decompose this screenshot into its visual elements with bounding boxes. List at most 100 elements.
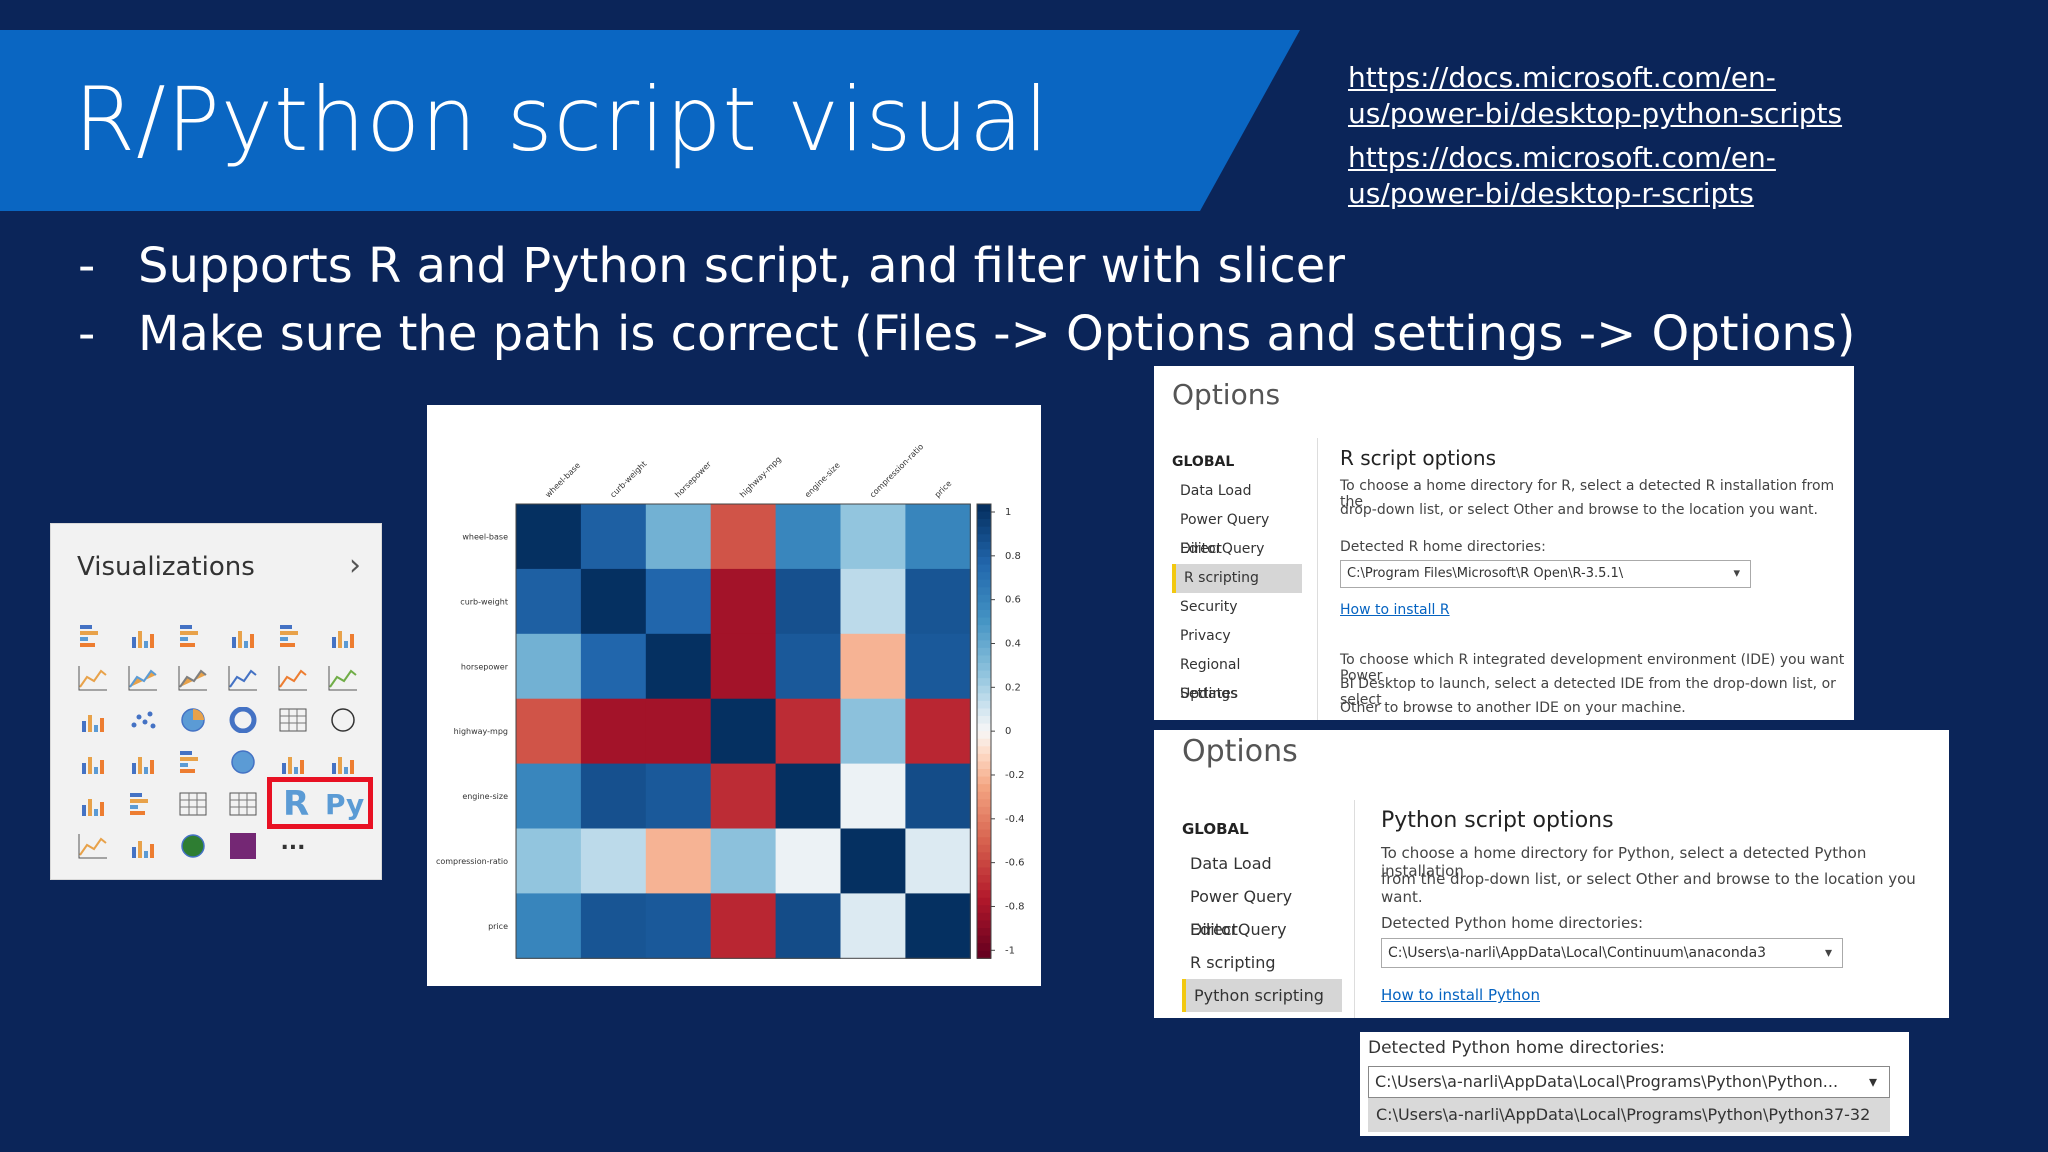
nav-item-regional-settings[interactable]: Regional Settings <box>1180 657 1241 702</box>
arcgis-icon[interactable] <box>169 826 217 868</box>
python-visual-icon[interactable]: Py <box>319 784 367 826</box>
python-home-dropdown[interactable]: C:\Users\a-narli\AppData\Local\Programs\… <box>1368 1066 1890 1098</box>
r-visual-icon[interactable]: R <box>269 784 317 826</box>
y-tick-label: engine-size <box>462 792 508 801</box>
install-r-link[interactable]: How to install R <box>1340 602 1450 618</box>
clustered-column-icon[interactable] <box>219 616 267 658</box>
chevron-down-icon: ▾ <box>1824 945 1832 961</box>
install-python-link[interactable]: How to install Python <box>1381 986 1540 1004</box>
stacked-bar-icon[interactable] <box>69 616 117 658</box>
matrix-icon[interactable] <box>219 784 267 826</box>
python-home-dropdown[interactable]: C:\Users\a-narli\AppData\Local\Continuum… <box>1381 938 1843 968</box>
heatmap-cell <box>580 763 647 829</box>
heatmap-cell <box>516 893 582 959</box>
key-influencers-icon[interactable] <box>69 826 117 868</box>
colorbar-segment <box>977 784 991 793</box>
nav-item-directquery[interactable]: DirectQuery <box>1190 920 1287 939</box>
table-icon[interactable] <box>169 784 217 826</box>
treemap-icon[interactable] <box>269 700 317 742</box>
scatter-icon[interactable] <box>119 700 167 742</box>
100-stacked-column-icon[interactable] <box>319 616 367 658</box>
nav-item-data-load[interactable]: Data Load <box>1180 483 1252 499</box>
colorbar-segment <box>977 943 991 952</box>
colorbar-tick-label: 0.4 <box>1005 638 1021 649</box>
global-heading: GLOBAL <box>1182 820 1249 838</box>
dropdown-option[interactable]: C:\Users\a-narli\AppData\Local\Programs\… <box>1368 1098 1890 1132</box>
nav-item-power-query-editor[interactable]: Power Query Editor <box>1180 512 1270 557</box>
heatmap-cell <box>645 633 712 700</box>
qa-icon[interactable] <box>119 826 167 868</box>
chevron-right-icon[interactable]: › <box>349 548 361 583</box>
nav-item-r-scripting[interactable]: R scripting <box>1172 564 1302 593</box>
colorbar-segment <box>977 731 991 740</box>
kpi-icon[interactable] <box>69 784 117 826</box>
colorbar-segment <box>977 685 991 694</box>
colorbar-segment <box>977 912 991 922</box>
heatmap-cell <box>516 504 582 570</box>
r-docs-link[interactable]: https://docs.microsoft.com/en-us/power-b… <box>1348 141 1776 210</box>
colorbar-tick-label: 0.2 <box>1005 682 1021 693</box>
pie-icon[interactable] <box>169 700 217 742</box>
heatmap-cell <box>516 828 582 894</box>
y-tick-label: curb-weight <box>460 597 508 606</box>
heatmap-cell <box>905 893 971 959</box>
donut-icon[interactable] <box>219 700 267 742</box>
colorbar-segment <box>977 875 991 884</box>
more-icon[interactable]: ... <box>269 826 317 868</box>
ribbon-chart-icon[interactable] <box>319 658 367 700</box>
python-docs-link[interactable]: https://docs.microsoft.com/en-us/power-b… <box>1348 61 1843 130</box>
heatmap-cell <box>645 893 712 959</box>
100-stacked-bar-icon[interactable] <box>269 616 317 658</box>
heatmap-cell <box>580 893 647 959</box>
nav-item-privacy[interactable]: Privacy <box>1180 628 1231 644</box>
doc-links: https://docs.microsoft.com/en-us/power-b… <box>1348 60 1908 220</box>
line-chart-icon[interactable] <box>69 658 117 700</box>
waterfall-icon[interactable] <box>69 700 117 742</box>
chevron-down-icon: ▾ <box>1868 1072 1877 1091</box>
stacked-area-icon[interactable] <box>169 658 217 700</box>
colorbar-segment <box>977 678 991 687</box>
area-chart-icon[interactable] <box>119 658 167 700</box>
colorbar-tick-label: 1 <box>1005 507 1011 518</box>
nav-item-security[interactable]: Security <box>1180 599 1238 615</box>
slicer-icon[interactable] <box>119 784 167 826</box>
x-tick-label: price <box>933 479 953 499</box>
colorbar-segment <box>977 844 991 853</box>
heatmap-cell <box>580 504 647 570</box>
heatmap-cell <box>905 504 971 570</box>
nav-item-r-scripting[interactable]: R scripting <box>1190 953 1276 972</box>
filled-map-icon[interactable] <box>69 742 117 784</box>
x-tick-label: compression-ratio <box>868 442 925 499</box>
colorbar-tick-label: -0.2 <box>1005 770 1025 781</box>
heatmap-cell <box>840 568 906 635</box>
heatmap-cell <box>710 763 777 829</box>
colorbar-segment <box>977 867 991 876</box>
slide-title: R/Python script visual <box>74 68 1050 171</box>
nav-item-directquery[interactable]: DirectQuery <box>1180 541 1265 557</box>
r-label: R <box>283 784 310 824</box>
line-clustered-column-icon[interactable] <box>269 658 317 700</box>
colorbar-segment <box>977 920 991 929</box>
colorbar-segment <box>977 761 991 770</box>
nav-item-data-load[interactable]: Data Load <box>1190 854 1272 873</box>
colorbar-segment <box>977 632 991 641</box>
heatmap-cell <box>840 828 906 894</box>
colorbar-tick-label: -0.8 <box>1005 901 1025 912</box>
shape-map-icon[interactable] <box>119 742 167 784</box>
nav-item-python-scripting[interactable]: Python scripting <box>1182 979 1342 1012</box>
funnel-icon[interactable] <box>169 742 217 784</box>
stacked-column-icon[interactable] <box>119 616 167 658</box>
card-icon[interactable] <box>269 742 317 784</box>
line-column-icon[interactable] <box>219 658 267 700</box>
multirow-card-icon[interactable] <box>319 742 367 784</box>
colorbar-tick-label: 0.6 <box>1005 595 1021 606</box>
nav-item-power-query-editor[interactable]: Power Query Editor <box>1190 887 1293 939</box>
clustered-bar-icon[interactable] <box>169 616 217 658</box>
nav-item-updates[interactable]: Updates <box>1180 686 1238 702</box>
r-home-dropdown[interactable]: C:\Program Files\Microsoft\R Open\R-3.5.… <box>1340 560 1751 588</box>
colorbar-segment <box>977 799 991 808</box>
gauge-icon[interactable] <box>219 742 267 784</box>
powerapps-icon[interactable] <box>219 826 267 868</box>
map-icon[interactable] <box>319 700 367 742</box>
